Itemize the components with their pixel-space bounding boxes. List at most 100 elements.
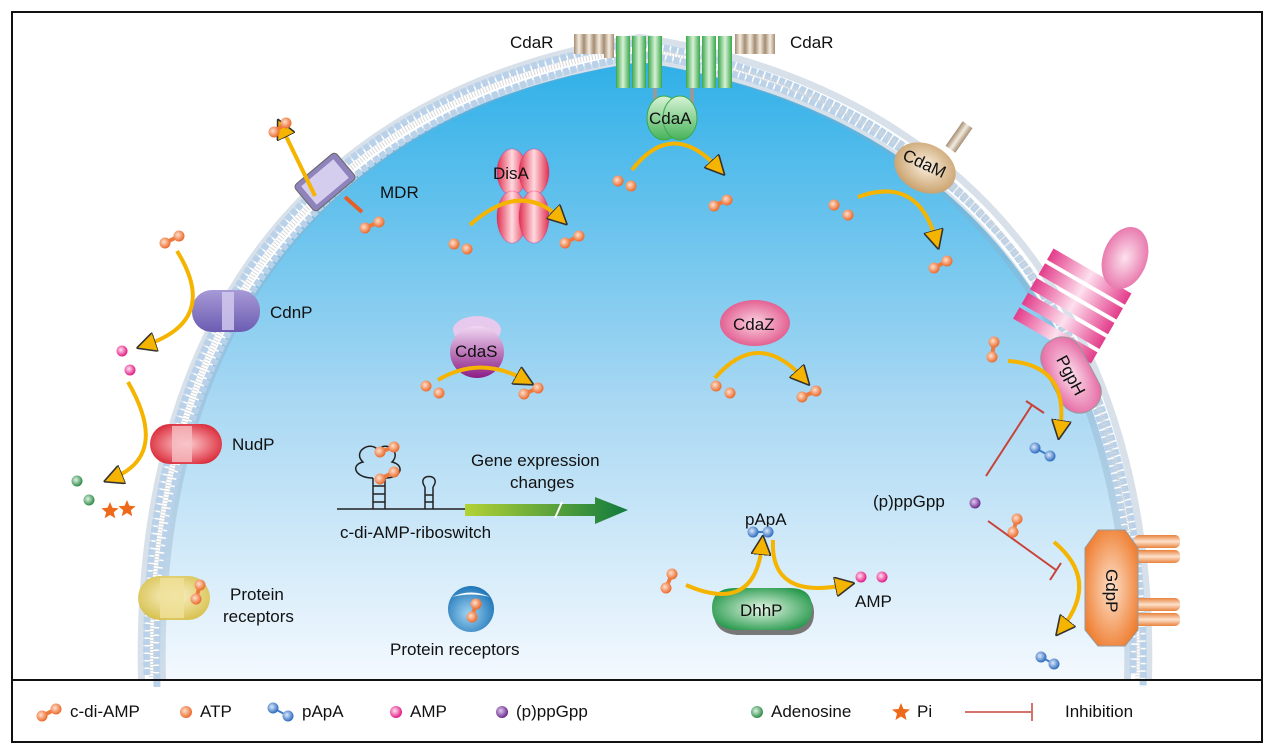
cdnp-reaction-arrow	[146, 249, 195, 345]
pi-icon	[892, 703, 910, 720]
atp-molecule	[448, 238, 460, 250]
pgph-reaction-arrow	[1007, 359, 1061, 430]
gdpp-reaction-arrow	[1052, 540, 1082, 628]
ppgpp-molecule	[969, 497, 981, 509]
amp-molecule	[876, 571, 888, 583]
c-di-amp-molecule	[374, 441, 400, 458]
dhhp-enzyme: DhhP	[712, 588, 814, 635]
cdnp-label: CdnP	[270, 303, 313, 322]
adenosine-molecule	[83, 494, 95, 506]
adenosine-icon	[751, 706, 763, 718]
atp-molecule	[433, 387, 445, 399]
atp-molecule	[612, 175, 624, 187]
nudp-enzyme	[150, 424, 222, 464]
atp-molecule	[420, 380, 432, 392]
legend-label-amp: AMP	[410, 702, 447, 721]
inhibition-gdpp	[987, 520, 1062, 581]
adenosine-molecule	[71, 475, 83, 487]
c-di-amp-molecule	[796, 385, 822, 403]
papa-label: pApA	[745, 510, 787, 529]
cdar-right-label: CdaR	[790, 33, 833, 52]
inhibition-pgph	[985, 400, 1045, 477]
legend-item-ppgpp: (p)ppGpp	[494, 700, 588, 724]
legend-divider	[11, 679, 1263, 681]
dhhp-arrow-to-amp	[770, 539, 845, 588]
c-di-amp-molecule	[1007, 513, 1023, 538]
cdam-reaction-arrow	[857, 189, 936, 240]
cdaz-reaction-arrow	[713, 351, 803, 378]
membrane-protein-receptor	[138, 576, 210, 620]
cdaa-enzyme: CdaA	[646, 95, 698, 141]
cdaz-label: CdaZ	[733, 315, 775, 334]
atp-icon	[180, 706, 192, 718]
pi-molecule	[118, 500, 136, 517]
pi-molecule	[101, 502, 119, 519]
legend-label-adenosine: Adenosine	[771, 702, 852, 721]
nudp-label: NudP	[232, 435, 275, 454]
gdpp-label: GdpP	[1102, 569, 1121, 612]
atp-molecule	[724, 387, 736, 399]
c-di-amp-molecule	[268, 117, 292, 138]
atp-molecule	[461, 243, 473, 255]
cdas-label: CdaS	[455, 342, 498, 361]
papa-molecule	[1029, 442, 1056, 462]
disa-label: DisA	[493, 164, 530, 183]
cdaa-label: CdaA	[649, 109, 692, 128]
dhhp-arrow-to-papa	[685, 545, 762, 596]
c-di-amp-molecule	[190, 579, 206, 605]
membrane-receptors-label-2: receptors	[223, 607, 294, 626]
figure-frame	[11, 11, 1263, 743]
legend-label-papa: pApA	[302, 702, 344, 721]
amp-label: AMP	[855, 592, 892, 611]
papa-molecule	[747, 526, 774, 538]
membrane-receptors-label-1: Protein	[230, 585, 284, 604]
legend-label-atp: ATP	[200, 702, 232, 721]
legend-item-amp: AMP	[388, 700, 447, 724]
mdr-channel	[343, 195, 364, 214]
c-di-amp-molecule	[660, 568, 678, 594]
atp-molecule	[842, 209, 854, 221]
disa-reaction-arrow	[468, 198, 560, 227]
gene-expression-label-2: changes	[510, 473, 574, 492]
cytoplasmic-receptors-label: Protein receptors	[390, 640, 519, 659]
cdar-left	[574, 34, 614, 58]
c-di-amp-molecule	[708, 194, 733, 212]
legend-item-atp: ATP	[178, 700, 232, 724]
nudp-reaction-arrow	[113, 381, 148, 478]
atp-molecule	[828, 199, 840, 211]
legend-item-pi: Pi	[891, 700, 932, 724]
cytoplasmic-protein-receptor	[448, 586, 494, 632]
cdaa-reaction-arrow	[630, 141, 718, 170]
cdas-reaction-arrow	[436, 365, 525, 381]
legend-item-adenosine: Adenosine	[749, 700, 851, 724]
cdar-right	[735, 34, 775, 54]
c-di-amp-molecule	[466, 598, 482, 623]
c-di-amp-molecule	[518, 382, 544, 400]
c-di-amp-molecule	[559, 230, 585, 249]
ppgpp-label: (p)ppGpp	[873, 492, 945, 511]
legend-label-inhibition: Inhibition	[1065, 702, 1134, 721]
mdr-export-arrow	[282, 128, 317, 197]
cytoplasm	[157, 62, 1133, 680]
cdaz-enzyme: CdaZ	[720, 300, 790, 346]
ppgpp-icon	[496, 706, 508, 718]
amp-molecule	[124, 364, 136, 376]
papa-molecule	[1035, 651, 1060, 670]
mdr-label: MDR	[380, 183, 419, 202]
amp-icon	[390, 706, 402, 718]
atp-molecule	[710, 380, 722, 392]
c-di-amp-icon	[36, 703, 62, 722]
papa-icon	[267, 702, 294, 722]
inhibition-icon	[965, 703, 1033, 721]
cdam-enzyme: CdaM	[894, 121, 973, 194]
gdpp-enzyme: GdpP	[1084, 529, 1180, 647]
cdas-enzyme: CdaS	[450, 316, 504, 378]
cdaa-transmembrane	[616, 36, 732, 104]
c-di-amp-molecule	[986, 336, 1000, 363]
legend-label-pi: Pi	[917, 702, 933, 721]
riboswitch-label: c-di-AMP-riboswitch	[340, 523, 491, 542]
amp-molecule	[855, 571, 867, 583]
c-di-amp-molecule	[359, 216, 385, 234]
gene-expression-arrow	[465, 497, 628, 524]
